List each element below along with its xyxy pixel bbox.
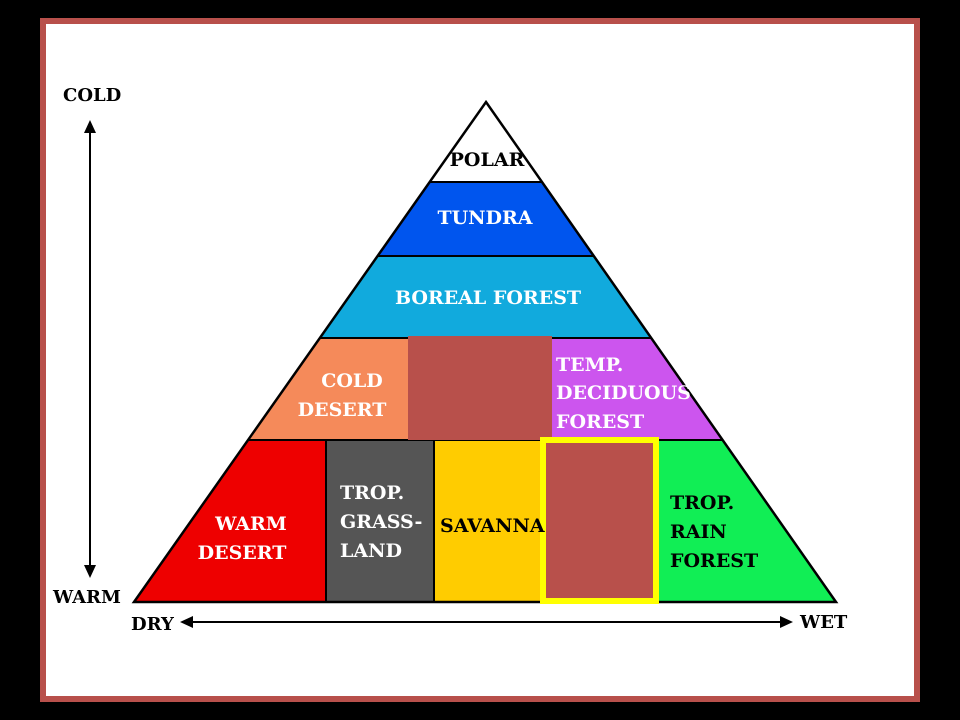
- label-boreal-forest: BOREAL FOREST: [395, 287, 581, 309]
- hidden-biome-answer-box[interactable]: [540, 437, 659, 604]
- temperature-axis: [84, 120, 96, 578]
- pyramid-outline: [131, 99, 839, 604]
- label-trop-grassland-1: TROP.: [340, 482, 404, 504]
- trop-grassland-region: [326, 440, 434, 602]
- axis-label-wet: WET: [799, 612, 848, 633]
- hidden-biome-mask-top: [408, 336, 552, 440]
- axis-label-dry: DRY: [131, 614, 175, 635]
- savanna-region: [434, 440, 544, 602]
- arrow-left-icon: [180, 616, 193, 628]
- arrow-up-icon: [84, 120, 96, 133]
- label-temp-deciduous-2: DECIDUOUS: [556, 382, 691, 404]
- label-trop-rain-forest-3: FOREST: [670, 550, 758, 572]
- axis-label-warm: WARM: [52, 587, 121, 608]
- label-polar: POLAR: [450, 149, 525, 171]
- arrow-down-icon: [84, 565, 96, 578]
- label-trop-rain-forest-2: RAIN: [670, 521, 727, 543]
- label-cold-desert-1: COLD: [321, 370, 383, 392]
- label-trop-grassland-3: LAND: [340, 540, 402, 562]
- axis-label-cold: COLD: [63, 85, 121, 106]
- label-trop-rain-forest-1: TROP.: [670, 492, 734, 514]
- label-tundra: TUNDRA: [437, 207, 532, 229]
- label-temp-deciduous-1: TEMP.: [556, 354, 623, 376]
- label-savanna: SAVANNA: [440, 515, 545, 537]
- moisture-axis: [180, 616, 793, 628]
- label-warm-desert-1: WARM: [214, 513, 287, 535]
- label-trop-grassland-2: GRASS-: [340, 511, 422, 533]
- arrow-right-icon: [780, 616, 793, 628]
- label-cold-desert-2: DESERT: [298, 399, 387, 421]
- label-warm-desert-2: DESERT: [198, 542, 287, 564]
- label-temp-deciduous-3: FOREST: [556, 411, 644, 433]
